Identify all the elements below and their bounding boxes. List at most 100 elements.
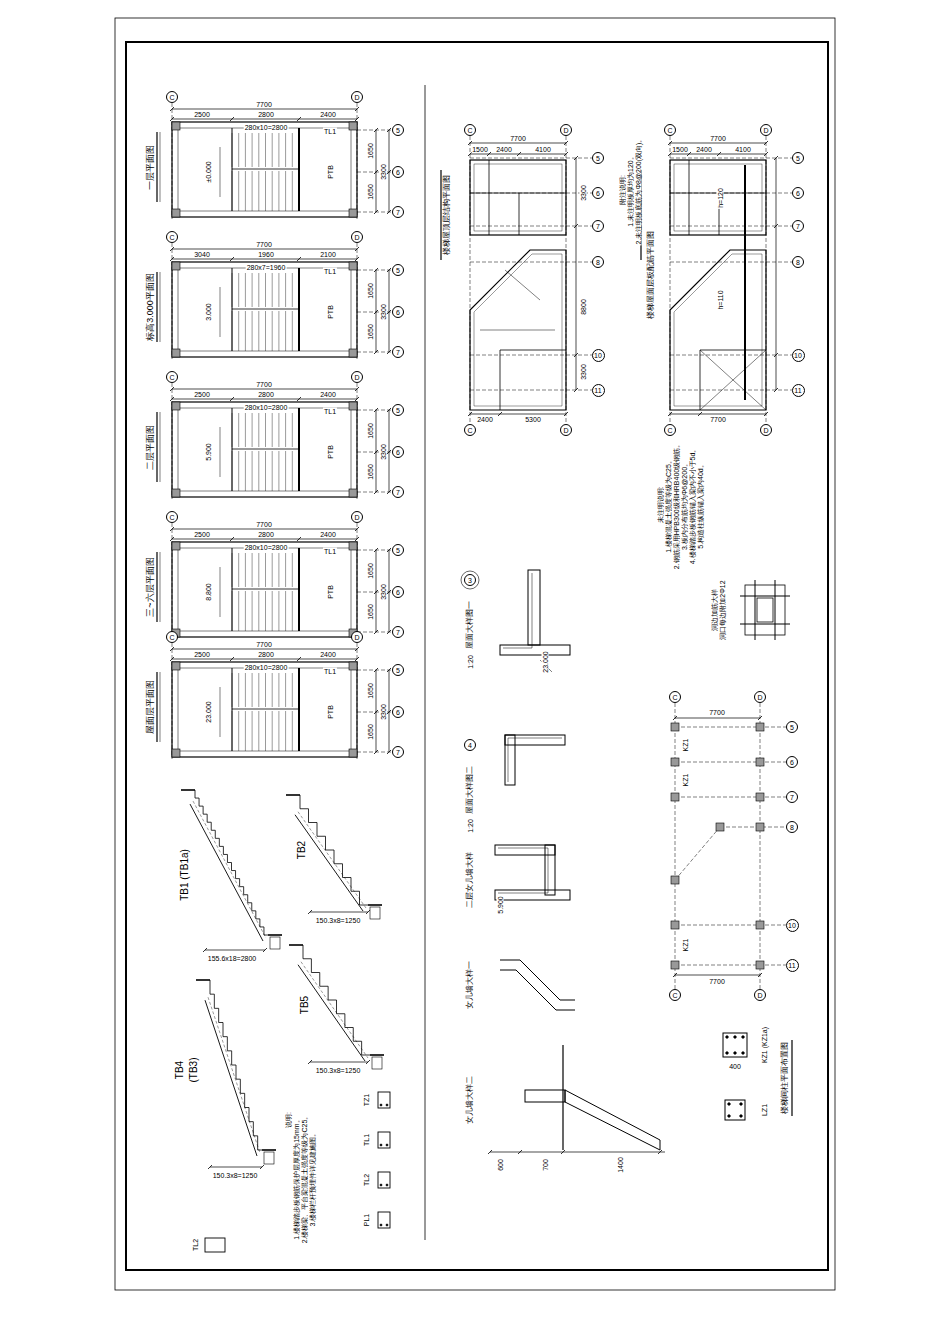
drawing-line [470,226,592,227]
axis-bubble: 5 [786,721,798,733]
drawing-line [295,815,363,911]
drawing-line [245,673,246,707]
axis-number: 11 [594,387,601,394]
drawing-line [357,752,392,753]
drawing-line [170,647,174,651]
drawing-label: 楼梯屋顶层结构平面图 [443,174,451,256]
axis-bubble: 7 [392,746,404,758]
drawing-label: 7700 [255,241,273,248]
axis-bubble: C [464,424,476,436]
drawing-label: 150.3x8=1250 [315,1067,362,1074]
axis-bubble: 8 [786,821,798,833]
drawing-line [292,451,293,491]
drawing-line [272,673,273,707]
rebar-dot [734,1052,737,1055]
drawing-line [238,311,239,351]
drawing-line [232,709,299,710]
drawing-label: 1650 [367,422,374,440]
drawing-label: PTB [327,304,334,320]
drawing-outline [349,122,357,130]
drawing-line [258,413,259,447]
drawing-line [292,273,293,307]
drawing-line [562,1045,563,1150]
drawing-outline [172,542,357,637]
drawing-line [673,973,677,977]
drawing-line [278,451,279,491]
drawing-line [389,410,390,492]
drawing-label: 二层平面图 [146,424,155,471]
axis-number: 7 [396,209,400,216]
drawing-label: 附注说明: [619,174,626,206]
drawing-outline [264,1152,274,1164]
drawing-label: TL1 [323,668,337,675]
drawing-line [297,117,301,121]
drawing-label: TL1 [323,128,337,135]
axis-bubble: 10 [786,919,799,932]
drawing-line [519,193,520,235]
axis-number: D [757,992,762,999]
drawing-label: 1650 [367,682,374,700]
axis-number: 11 [794,387,801,394]
drawing-outline [671,921,679,929]
drawing-outline [378,1212,390,1228]
drawing-line [297,537,301,541]
drawing-line [285,451,286,491]
drawing-line [368,904,382,906]
drawing-line [160,412,161,482]
drawing-line [675,718,760,719]
drawing-label: h=120 [717,187,724,209]
axis-number: 8 [796,259,800,266]
axis-bubble: D [560,424,572,436]
drawing-outline [671,758,679,766]
drawing-line [258,311,259,351]
drawing-label: 23.000 [542,650,549,673]
axis-number: C [169,634,174,641]
drawing-line [355,107,359,111]
rebar-dot [728,1103,731,1106]
drawing-line [468,152,472,156]
rebar-dot [386,1184,388,1186]
drawing-outline [674,164,762,231]
drawing-line [181,789,195,791]
axis-number: 6 [790,759,794,766]
drawing-line [357,452,392,453]
drawing-line [210,1167,262,1168]
drawing-outline [178,548,351,631]
drawing-label: (TB3) [189,1057,199,1084]
axis-number: D [563,127,568,134]
drawing-outline [500,645,570,655]
drawing-line [272,273,273,307]
drawing-label: 洞口每边附加2Φ12 [719,579,726,640]
drawing-label: 二层女儿墙大样 [466,851,474,909]
drawing-line [230,257,234,261]
drawing-line [564,152,568,156]
axis-number: 11 [788,962,795,969]
drawing-line [389,670,390,752]
drawing-label: PTB [327,584,334,600]
drawing-line [285,711,286,751]
drawing-line [700,350,766,410]
drawing-label: 2800 [257,111,275,118]
axis-bubble: C [669,989,681,1001]
drawing-outline [370,907,380,919]
drawing-label: 7700 [255,521,273,528]
axis-number: D [354,94,359,101]
drawing-line [675,797,786,798]
drawing-line [470,193,566,194]
axis-number: D [354,634,359,641]
drawing-label: 1650 [367,282,374,300]
drawing-outline [172,749,180,757]
drawing-outline [126,42,828,1270]
drawing-line [357,172,392,173]
drawing-line [238,133,239,167]
drawing-label: 8.800 [205,582,212,602]
drawing-line [258,273,259,307]
drawing-label: 1650 [367,723,374,741]
drawing-line [376,410,377,492]
axis-bubble: 5 [392,404,404,416]
axis-number: 5 [396,127,400,134]
axis-number: C [672,992,677,999]
drawing-line [470,158,592,159]
drawing-line [670,143,766,144]
drawing-outline [378,1132,390,1148]
